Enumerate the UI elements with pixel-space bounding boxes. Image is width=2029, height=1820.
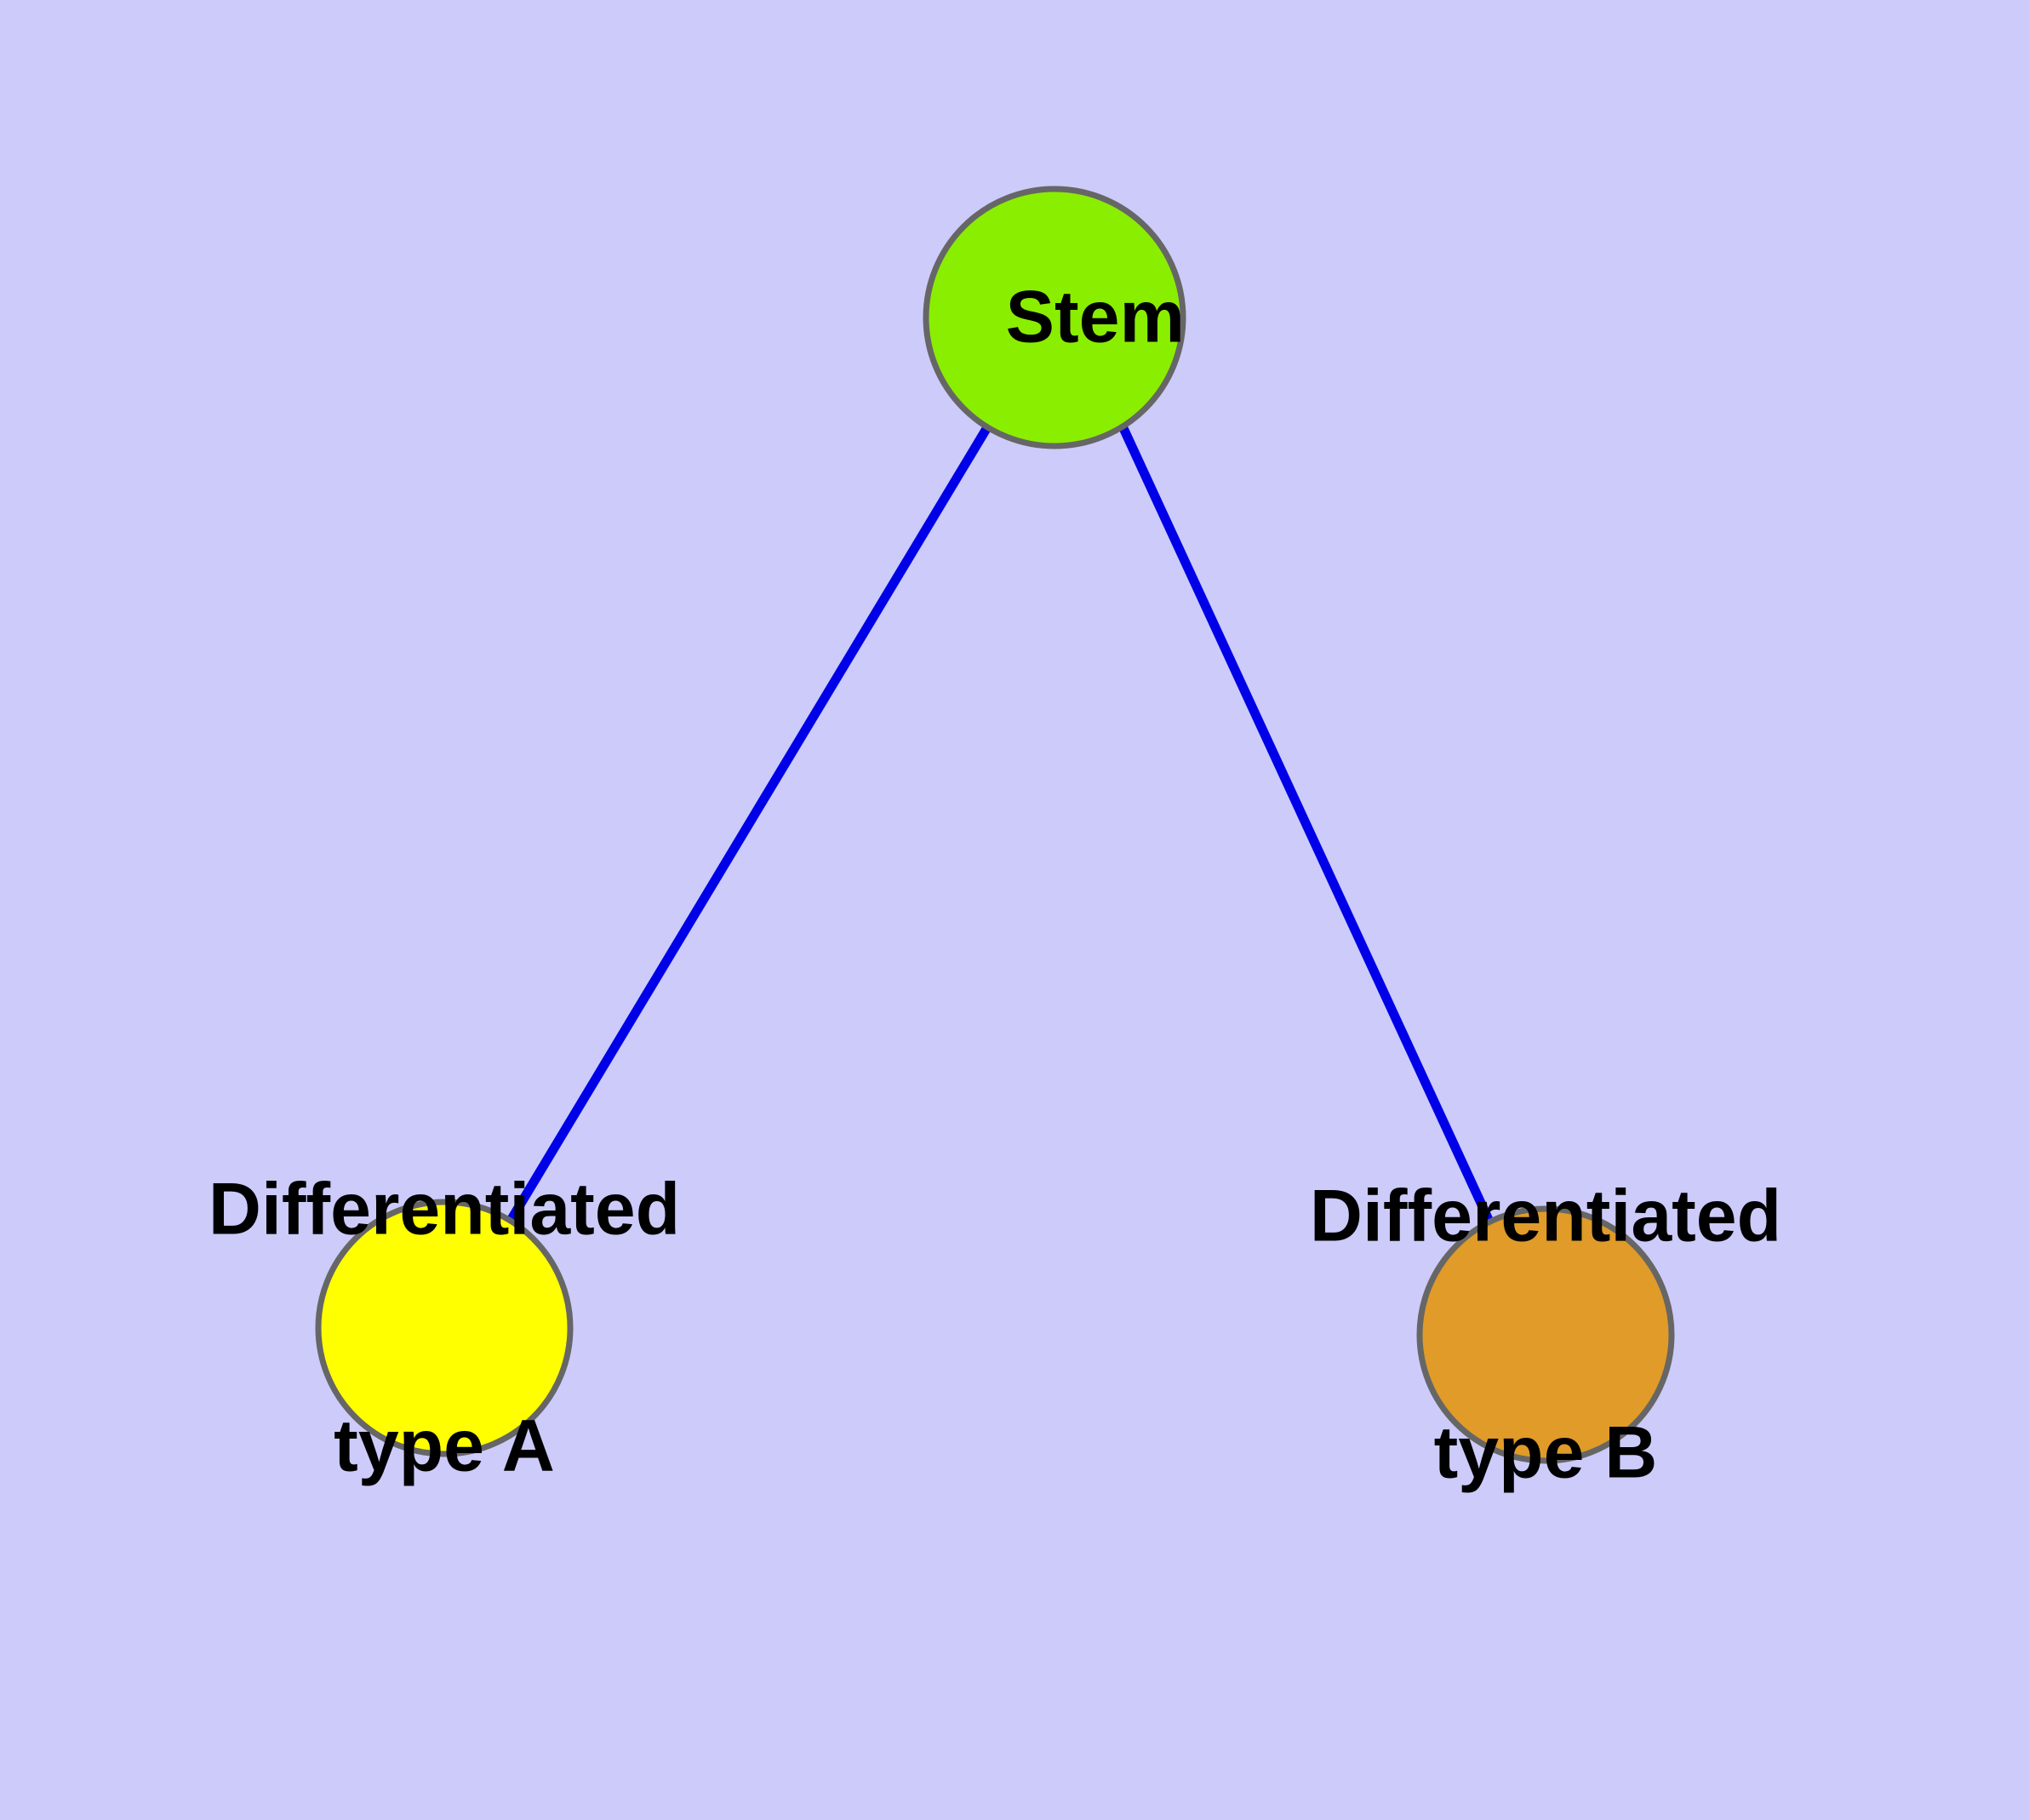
node-differentiated-type-a[interactable] [315, 1199, 574, 1457]
node-differentiated-type-b[interactable] [1416, 1205, 1675, 1464]
edge-layer [507, 425, 1495, 1226]
edge-stem-to-differentiated-type-a [507, 425, 992, 1222]
edge-stem-to-differentiated-type-b [1119, 426, 1495, 1226]
node-layer [315, 186, 1675, 1464]
node-stem[interactable] [923, 186, 1186, 449]
